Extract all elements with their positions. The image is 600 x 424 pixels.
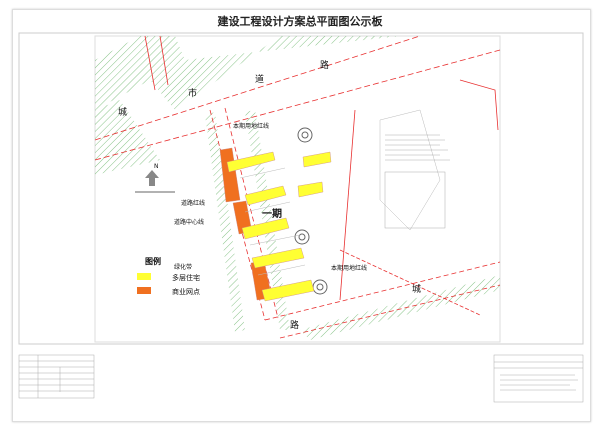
north-arrow-icon [145,170,159,186]
legend-swatch-commercial [137,287,151,294]
terrain-contour [379,109,441,231]
legend-label: 多层住宅 [172,274,200,282]
parking-rows [239,167,306,276]
green-belt [95,100,160,175]
drawing-frame [18,32,584,345]
north-label: N [154,163,159,170]
page-title: 建设工程设计方案总平面图公示板 [217,15,383,28]
legend-green-belt: 绿化带 [174,264,193,271]
road-label: 城 [412,285,422,295]
residential-buildings [226,151,332,302]
board-frame [12,9,591,422]
road-red-line-label: 道路红线 [181,200,206,207]
site-boundary-label: 本期用地红线 [331,265,368,272]
road-label: 市 [188,89,198,99]
green-belt [205,112,245,332]
road-label: 路 [290,321,300,331]
road-label: 路 [320,61,330,71]
info-table [18,171,584,403]
roundabouts [294,127,328,295]
notes-text [385,134,578,391]
road-center-line-label: 道路中心线 [174,219,205,226]
site-boundary-label: 本期用地红线 [233,123,270,130]
road-label: 道 [255,75,265,85]
green-belt [300,275,500,340]
green-belt [140,36,400,110]
road-label: 城 [118,108,128,118]
legend-swatch-residential [137,273,151,280]
green-belt [95,36,150,110]
legend-label: 商业网点 [172,288,200,296]
legend-title: 图例 [145,257,161,266]
phase-label: 一期 [262,209,282,220]
